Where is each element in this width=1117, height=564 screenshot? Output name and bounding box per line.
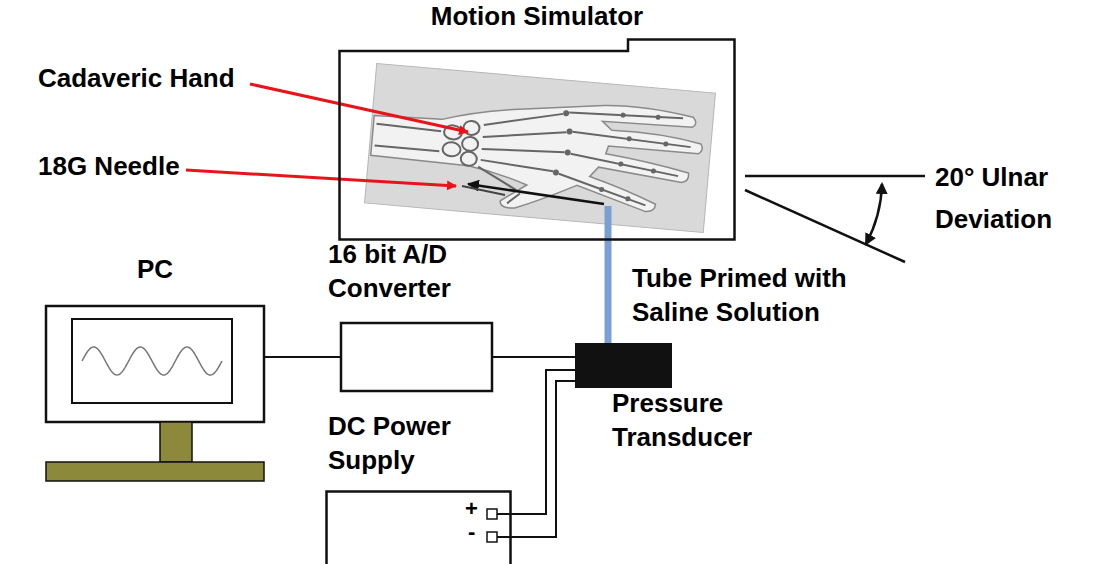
angle-label: 20° Ulnar Deviation — [935, 156, 1105, 240]
power-wire — [512, 381, 575, 537]
motion-simulator: Motion Simulator — [338, 38, 736, 241]
component-name: Pressure Transducer — [612, 387, 777, 455]
leader-line — [186, 170, 456, 186]
pc-monitor: PC — [45, 305, 265, 482]
needle — [462, 186, 505, 195]
signal-cable — [265, 356, 340, 358]
motion-simulator-outline — [338, 38, 736, 241]
part-label: 18G Needle — [38, 150, 198, 184]
pressure-transducer: Pressure Transducer — [575, 343, 672, 388]
part-label: Tube Primed with Saline Solution — [632, 262, 882, 330]
saline-tube — [605, 241, 612, 343]
component-name: Motion Simulator — [338, 0, 736, 34]
ad-converter: 16 bit A/D Converter — [340, 322, 493, 392]
pressure-transducer-outline — [575, 343, 672, 388]
component-name: DC Power Supply — [328, 410, 478, 478]
power-wire — [512, 370, 575, 514]
ad-converter-outline — [340, 322, 493, 392]
leader-line — [250, 84, 468, 132]
cadaveric-hand — [365, 63, 716, 232]
dc-power-supply: DC Power Supply+- — [325, 490, 512, 564]
dc-power-supply-outline — [325, 490, 512, 564]
component-name: PC — [45, 253, 265, 287]
angle-arc — [866, 184, 882, 244]
terminal-sign: + — [465, 498, 478, 520]
angle-line — [745, 175, 925, 178]
part-label: Cadaveric Hand — [38, 62, 268, 96]
signal-cable — [493, 356, 575, 358]
terminal-sign: - — [468, 521, 475, 543]
component-name: 16 bit A/D Converter — [328, 238, 498, 306]
pc-monitor-outline — [45, 305, 265, 482]
needle-pointer — [468, 184, 604, 204]
tube — [605, 206, 612, 241]
